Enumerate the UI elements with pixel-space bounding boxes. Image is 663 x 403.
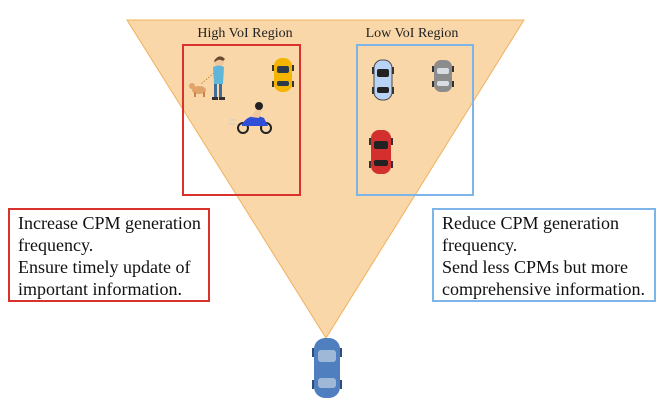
low-voi-note-line-4: comprehensive information.	[442, 279, 645, 299]
low-voi-note: Reduce CPM generation frequency. Send le…	[432, 208, 656, 302]
ego-vehicle-icon	[312, 338, 342, 398]
high-voi-note-line-2: frequency.	[18, 235, 94, 255]
pedestrian-with-dog-icon	[189, 56, 225, 100]
high-voi-note-line-1: Increase CPM generation	[18, 213, 201, 233]
high-voi-region-label: High VoI Region	[197, 26, 292, 41]
high-voi-note: Increase CPM generation frequency. Ensur…	[8, 208, 210, 302]
high-voi-region-box	[182, 44, 301, 196]
low-voi-note-line-3: Send less CPMs but more	[442, 257, 629, 277]
sensing-cone	[126, 19, 525, 339]
low-voi-note-line-2: frequency.	[442, 235, 518, 255]
low-voi-region-box	[356, 44, 474, 196]
high-voi-note-line-4: important information.	[18, 279, 182, 299]
low-voi-note-line-1: Reduce CPM generation	[442, 213, 619, 233]
motorcycle-rider-icon	[228, 102, 272, 134]
high-voi-note-line-3: Ensure timely update of	[18, 257, 191, 277]
light-blue-car-icon	[372, 59, 394, 101]
red-car-icon	[369, 130, 393, 174]
low-voi-region-label: Low VoI Region	[366, 26, 459, 41]
yellow-car-icon	[272, 58, 294, 92]
gray-car-icon	[432, 60, 454, 92]
